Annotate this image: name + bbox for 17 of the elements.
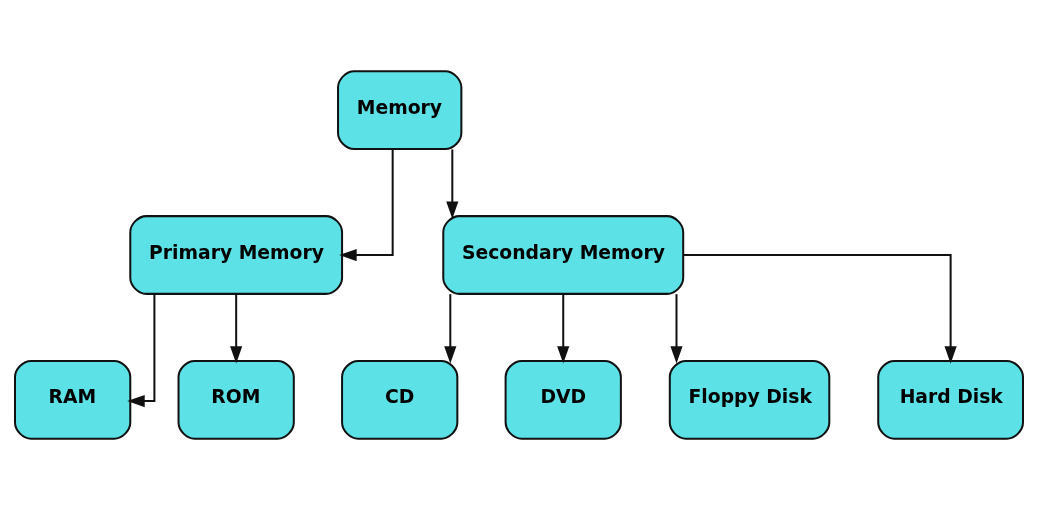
arrow [443,294,456,364]
node-box: ROM [177,359,295,440]
node-box: RAM [13,359,131,440]
node-box: Floppy Disk [668,359,830,440]
arrow [683,254,957,364]
node-box: Memory [336,70,462,151]
arrow [445,149,458,219]
arrow [669,294,683,364]
arrow [126,294,155,408]
arrow [229,294,242,364]
node-box: Hard Disk [876,359,1024,440]
arrow [556,294,569,364]
node-box: CD [340,359,458,440]
arrow [338,149,394,262]
node-box: DVD [504,359,622,440]
node-box: Primary Memory [128,215,343,295]
node-box: Secondary Memory [441,215,684,295]
